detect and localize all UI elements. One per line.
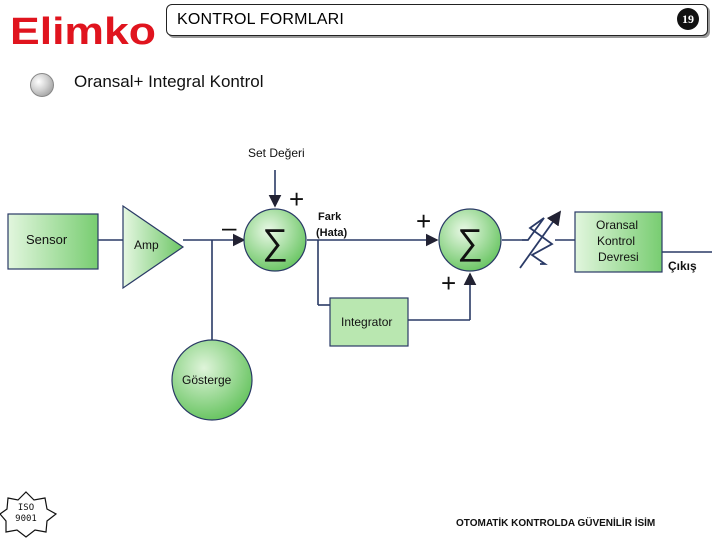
iso-badge-line1: ISO	[18, 503, 34, 513]
footer-slogan: OTOMATİK KONTROLDA GÜVENİLİR İSİM	[456, 518, 656, 529]
plus-sign-3: +	[441, 268, 456, 298]
summing-junction-1	[243, 208, 307, 272]
plus-sign-1: +	[289, 184, 304, 214]
minus-sign-1: –	[222, 212, 237, 242]
amplifier-block	[122, 204, 185, 290]
integrator-label: Integrator	[341, 315, 392, 329]
iso-9001-badge: ISO 9001	[0, 491, 58, 538]
controller-label-line1: Oransal	[596, 218, 638, 232]
set-value-label: Set Değeri	[248, 146, 305, 160]
amp-label: Amp	[134, 238, 159, 252]
sensor-label: Sensor	[26, 232, 68, 247]
sum-symbol-1: ∑	[262, 221, 288, 262]
error-label-line1: Fark	[318, 211, 342, 223]
brand-text: Elimko	[10, 12, 156, 48]
plus-sign-2: +	[416, 206, 431, 236]
connector-lines	[98, 170, 712, 342]
elimko-logo: Elimko	[10, 12, 156, 48]
sum-symbol-2: ∑	[457, 221, 483, 262]
error-label-line2: (Hata)	[316, 227, 348, 239]
iso-badge-line2: 9001	[15, 514, 37, 524]
page-title: KONTROL FORMLARI	[177, 11, 345, 28]
controller-block	[574, 211, 663, 273]
header-title-box: KONTROL FORMLARI 19	[166, 4, 708, 36]
controller-label-line2: Kontrol	[597, 234, 635, 248]
section-subtitle: Oransal+ Integral Kontrol	[74, 72, 264, 91]
page-number-badge: 19	[677, 8, 699, 30]
summing-junction-2	[438, 208, 502, 272]
output-label: Çıkış	[668, 259, 697, 273]
adjustable-resistor-icon	[519, 210, 562, 269]
indicator-label: Gösterge	[182, 373, 232, 387]
sensor-block	[7, 213, 99, 270]
indicator-block	[171, 339, 253, 421]
bullet-icon	[30, 73, 54, 97]
controller-label-line3: Devresi	[598, 250, 639, 264]
integrator-block	[329, 297, 409, 347]
